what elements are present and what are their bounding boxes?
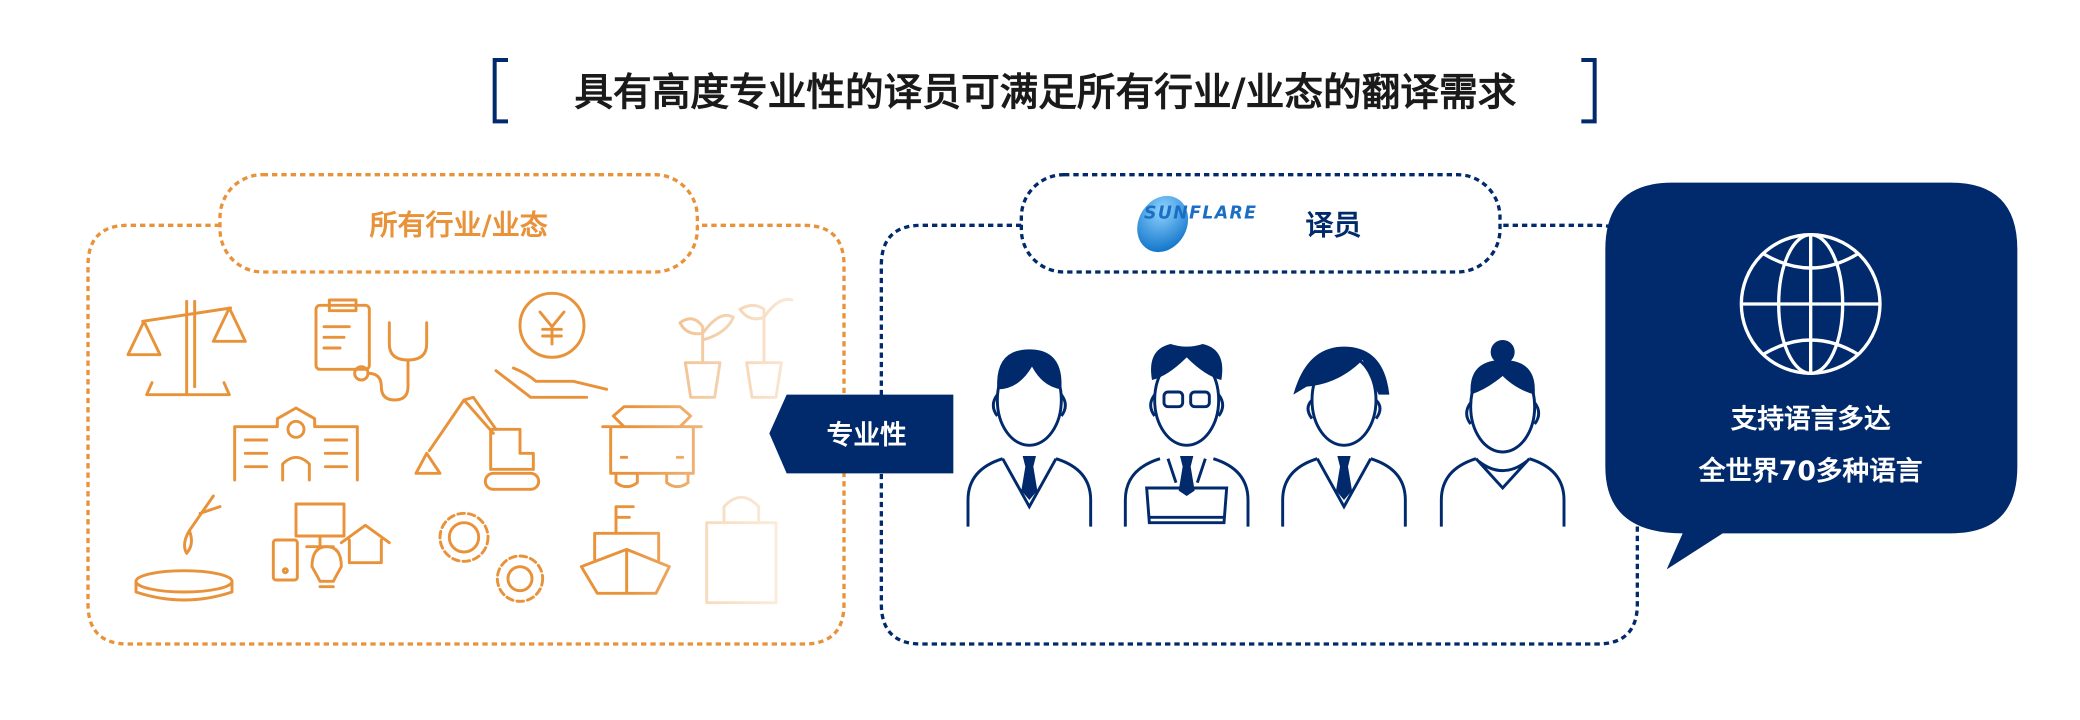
left-bracket (492, 58, 508, 124)
devices-house-icon (271, 502, 391, 589)
languages-line2: 全世界70多种语言 (1698, 456, 1923, 487)
person-man-glasses-laptop (1123, 344, 1250, 527)
dropper-dish-icon (134, 494, 234, 602)
title-block: 具有高度专业性的译员可满足所有行业/业态的翻译需求 (492, 58, 1597, 124)
languages-line1: 支持语言多达 (1731, 404, 1891, 435)
industries-tab (218, 173, 699, 274)
svg-text:专业性: 专业性 (827, 420, 907, 451)
industries-label: 所有行业/业态 (370, 209, 548, 242)
medical-clipboard-stethoscope-icon (314, 298, 429, 402)
scales-icon (126, 299, 247, 397)
person-man-tie (966, 349, 1093, 527)
person-woman-bun (1439, 340, 1566, 527)
hospital-building-icon (233, 406, 359, 482)
yen-coin-hand-icon (494, 291, 609, 399)
translators-frame (879, 223, 1639, 646)
sunflare-logo: SUNFLARE (1137, 195, 1256, 253)
translators-label: 译员 (1305, 209, 1361, 242)
industries-panel: 所有行业/业态 (86, 173, 846, 646)
expertise-badge: 专业性 (769, 394, 954, 474)
globe-icon (1739, 233, 1882, 375)
person-woman-tie (1281, 346, 1407, 527)
svg-text:SUNFLARE: SUNFLARE (1144, 204, 1256, 224)
excavator-icon (414, 395, 541, 491)
gears-icon (438, 511, 545, 603)
right-bracket (1581, 58, 1597, 124)
page-title: 具有高度专业性的译员可满足所有行业/业态的翻译需求 (574, 70, 1516, 115)
translators-panel: SUNFLARE 译员 (879, 173, 1639, 646)
languages-bubble: 支持语言多达 全世界70多种语言 (1605, 182, 2018, 570)
translators-tab (1019, 173, 1502, 274)
industries-frame (86, 223, 846, 646)
